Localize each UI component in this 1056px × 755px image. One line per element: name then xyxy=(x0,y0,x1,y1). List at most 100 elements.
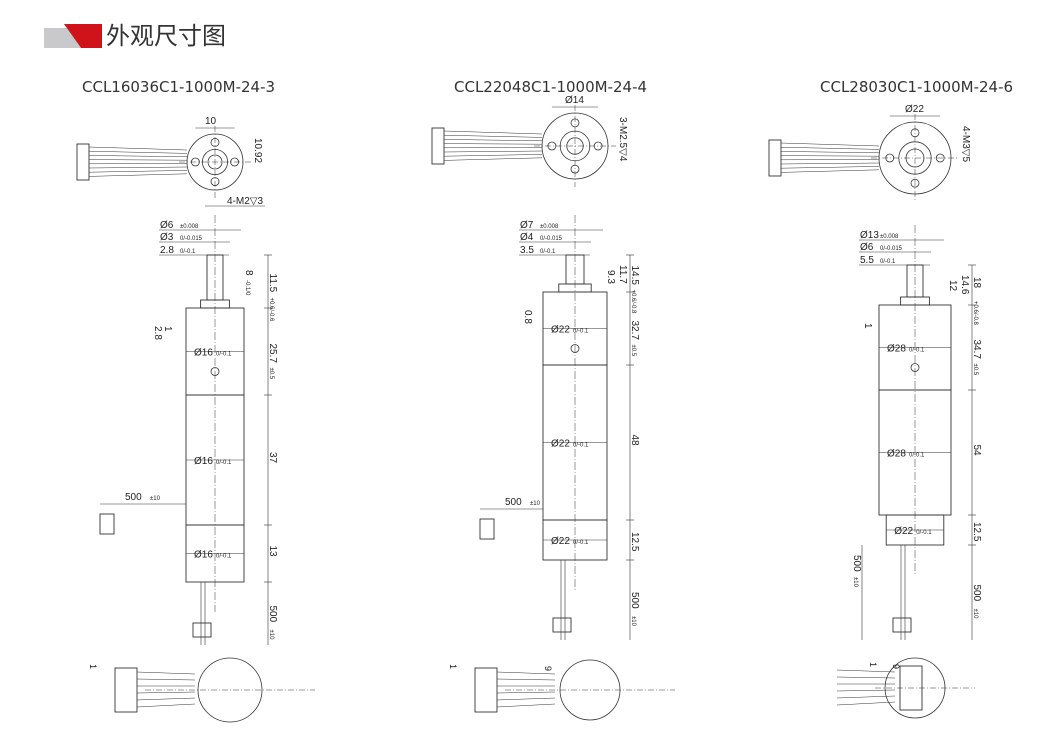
drawing-line xyxy=(836,701,896,706)
shaft-tol-d2: 0/-0.015 xyxy=(540,236,563,242)
length-dim-tol: ±0.5 xyxy=(268,368,274,380)
length-dim: 14.5 xyxy=(629,266,640,286)
length-dim-tol: ±0.5 xyxy=(972,364,978,376)
drawing-outline xyxy=(99,513,115,535)
front-height-dim: 3-M2.5▽4 xyxy=(617,117,628,162)
drawing-outline xyxy=(431,127,445,165)
drawing-line xyxy=(136,671,196,675)
length-dim: 18 xyxy=(971,277,982,289)
shaft-flat-length-2: 11.7 xyxy=(617,265,628,284)
shaft-dim-d2: Ø4 xyxy=(520,232,534,243)
body-diameter-tol: 0/-0.1 xyxy=(916,530,932,536)
length-dim: 12.5 xyxy=(629,532,640,552)
drawing-circle xyxy=(210,367,220,376)
front-width-dim: 10 xyxy=(205,116,217,127)
boss-height-dim: 1 xyxy=(862,323,873,329)
cable-length-tol: ±10 xyxy=(852,577,858,588)
shaft-tol-d2: 0/-0.015 xyxy=(880,246,903,252)
body-diameter-tol: 0/-0.1 xyxy=(573,540,589,546)
length-dim: 500 xyxy=(971,585,982,602)
drawing-line xyxy=(88,159,188,161)
bottom-view: 1 xyxy=(88,657,315,723)
cable-length-dim: 500 xyxy=(505,497,522,508)
body-diameter-dim: Ø16 xyxy=(194,348,213,359)
drawing-line xyxy=(836,695,896,699)
length-dim-tol: +0.6/-0.6 xyxy=(268,298,274,323)
length-dim-tol: ±0.5 xyxy=(630,345,636,357)
drawing-line xyxy=(836,669,896,673)
drawing-outline xyxy=(768,139,782,177)
drawing-line xyxy=(88,150,188,154)
shaft-dim-d1: Ø6 xyxy=(160,220,174,231)
body-diameter-dim: Ø28 xyxy=(887,344,906,355)
drawing-outline xyxy=(114,667,138,713)
length-dim: 11.5 xyxy=(267,274,278,293)
length-dim: 34.7 xyxy=(971,340,982,360)
drawing-line xyxy=(136,678,196,681)
shaft-tol-flat: 0/-0.1 xyxy=(540,249,556,255)
length-dim-tol: +0.6/-0.8 xyxy=(972,301,978,326)
shaft-dim-d1: Ø13 xyxy=(860,230,879,241)
drawing-outline xyxy=(474,667,498,713)
length-dim: 32.7 xyxy=(629,321,640,341)
shaft-flat-length: 8 xyxy=(243,270,254,276)
drawing-line xyxy=(780,169,880,173)
length-dim-tol: ±10 xyxy=(972,609,978,620)
cable-length-tol: ±10 xyxy=(150,496,161,502)
body-diameter-tol: 0/-0.1 xyxy=(909,348,925,354)
shaft-dim-flat: 5.5 xyxy=(860,255,874,266)
drawing-outline xyxy=(479,518,495,540)
drawing-line xyxy=(780,166,880,169)
drawing-line xyxy=(136,691,196,694)
boss-dim: 2.8 xyxy=(152,326,163,340)
pin-9-label: 9 xyxy=(891,664,901,669)
drawing-line xyxy=(136,697,196,701)
body-diameter-tol: 0/-0.1 xyxy=(216,352,232,358)
drawing-circle xyxy=(910,363,920,372)
drawing-line xyxy=(88,146,188,151)
body-diameter-tol: 0/-0.1 xyxy=(216,554,232,560)
drawing-outline xyxy=(76,143,90,181)
drawing-line xyxy=(496,678,556,681)
drawing-line xyxy=(780,155,880,157)
model-title-2: CCL22048C1-1000M-24-4 xyxy=(454,78,648,96)
length-dim: 54 xyxy=(971,445,982,457)
shaft-tol-d2: 0/-0.015 xyxy=(180,236,203,242)
length-dim-tol: +0.6/-0.8 xyxy=(630,290,636,315)
drawing-line xyxy=(443,143,543,145)
length-dim: 37 xyxy=(267,452,278,464)
shaft-flat-length-tol: -0.1/0 xyxy=(244,280,250,296)
length-dim: 25.7 xyxy=(267,344,278,364)
pin-9-label: 9 xyxy=(543,666,553,671)
length-dim: 48 xyxy=(629,435,640,447)
drawing-circle xyxy=(570,344,580,353)
body-diameter-dim: Ø22 xyxy=(551,325,570,336)
cable-length-dim: 500 xyxy=(125,492,142,503)
cable-length-tol: ±10 xyxy=(530,501,541,507)
drawing-line xyxy=(88,173,188,177)
length-dim: 500 xyxy=(629,592,640,609)
front-height-dim: 4-M3▽5 xyxy=(960,126,971,162)
front-holes-dim: 4-M2▽3 xyxy=(227,196,263,207)
drawing-circle xyxy=(935,153,945,163)
drawing-line xyxy=(780,146,880,150)
drawing-line xyxy=(836,676,896,679)
drawing-line xyxy=(496,671,556,675)
drawing-line xyxy=(836,689,896,692)
drawing-outline xyxy=(192,622,212,638)
pin-1-label: 1 xyxy=(448,664,458,669)
body-diameter-dim: Ø28 xyxy=(887,449,906,460)
body-diameter-tol: 0/-0.1 xyxy=(573,329,589,335)
drawing-line xyxy=(136,703,196,708)
shaft-tol-d1: ±0.008 xyxy=(540,224,559,230)
